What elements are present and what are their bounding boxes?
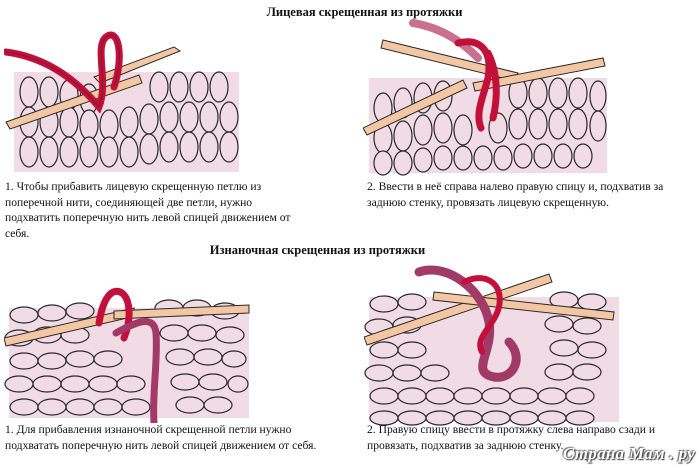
- caption-purl-step-1: 1. Для прибавления изнаночной скрещенной…: [5, 423, 317, 452]
- illustration-purl-step-2: [364, 262, 624, 427]
- needle-left: [364, 273, 553, 346]
- caption-knit-step-1: 1. Чтобы прибавить лицевую скрещенную пе…: [5, 180, 291, 240]
- knitted-fabric: [14, 71, 239, 172]
- yarn-strand-mauve: [409, 19, 482, 62]
- needle-right: [380, 39, 606, 92]
- yarn-tail: [112, 318, 160, 423]
- knitted-fabric: [369, 77, 607, 176]
- needle-left: [363, 79, 468, 136]
- heading-knit-twisted: Лицевая скрещенная из протяжки: [266, 5, 463, 19]
- illustration-purl-step-1: [4, 263, 254, 423]
- watermark-logo: Страна Мам . ру: [562, 444, 695, 463]
- yarn-tail: [414, 265, 521, 382]
- purl-fabric: [364, 291, 619, 426]
- illustration-knit-step-1: [4, 17, 244, 177]
- yarn-strand: [461, 275, 503, 355]
- needle-left: [5, 74, 143, 130]
- caption-purl-step-2: 2. Правую спицу ввести в протяжку слева …: [367, 423, 656, 452]
- needle-right: [113, 304, 250, 320]
- heading-purl-twisted: Изнаночная скрещенная из протяжки: [209, 243, 426, 257]
- yarn-strand: [454, 38, 493, 132]
- illustration-knit-step-2: [363, 18, 613, 178]
- yarn-strand: [95, 287, 133, 342]
- caption-knit-step-2: 2. Ввести в неё справа налево правую спи…: [367, 180, 664, 209]
